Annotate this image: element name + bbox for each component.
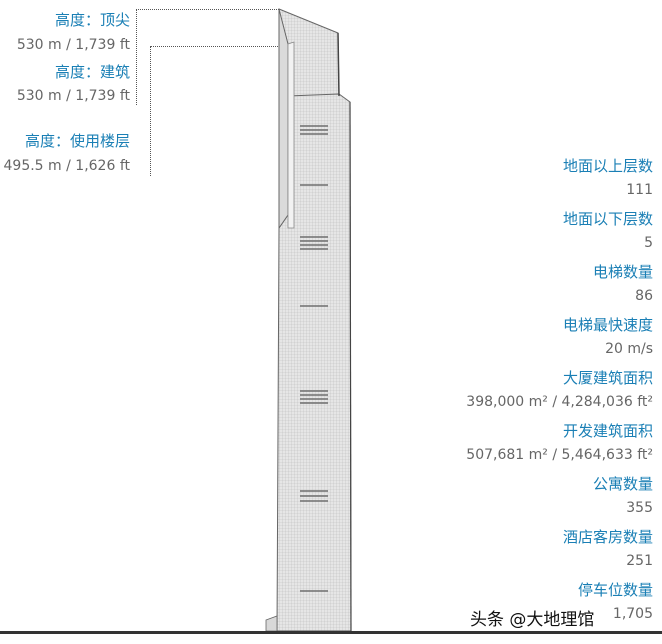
stat-value: 507,681 m² / 5,464,633 ft²	[466, 447, 653, 463]
stat-value: 1,705	[612, 606, 653, 622]
leader-tip-vertical	[136, 9, 137, 105]
stat-label: 电梯最快速度	[562, 316, 653, 334]
stat-elevator-count: 电梯数量 86	[593, 262, 653, 307]
height-tip-label: 高度：顶尖	[54, 11, 130, 29]
stat-value: 355	[626, 500, 653, 516]
stat-label: 公寓数量	[592, 475, 653, 493]
height-occupied-value: 495.5 m / 1,626 ft	[3, 158, 131, 174]
stat-value: 5	[644, 235, 653, 251]
stat-parking-spaces: 停车位数量 1,705	[578, 580, 653, 625]
stat-value: 398,000 m² / 4,284,036 ft²	[466, 394, 653, 410]
height-architectural-label: 高度：建筑	[54, 63, 130, 81]
stat-development-gfa: 开发建筑面积 507,681 m² / 5,464,633 ft²	[466, 421, 653, 466]
stat-label: 开发建筑面积	[562, 422, 653, 440]
stat-label: 大厦建筑面积	[562, 369, 653, 387]
stat-label: 停车位数量	[577, 581, 653, 599]
height-occupied-label: 高度：使用楼层	[24, 132, 130, 150]
stat-label: 地面以上层数	[562, 157, 653, 175]
stat-floors-below-ground: 地面以下层数 5	[563, 209, 653, 254]
stat-hotel-room-count: 酒店客房数量 251	[563, 527, 653, 572]
stat-label: 电梯数量	[592, 263, 653, 281]
tower-main-body	[265, 8, 352, 632]
mechanical-floor-bands	[300, 125, 328, 592]
height-tip-value: 530 m / 1,739 ft	[16, 37, 130, 53]
stat-label: 酒店客房数量	[562, 528, 653, 546]
stat-apartment-count: 公寓数量 355	[593, 474, 653, 519]
height-architectural-value: 530 m / 1,739 ft	[16, 88, 130, 104]
stat-value: 86	[635, 288, 653, 304]
ground-line	[0, 631, 662, 634]
stat-floors-above-ground: 地面以上层数 111	[563, 156, 653, 201]
watermark: 头条 @大地理馆	[470, 610, 595, 630]
stat-tower-gfa: 大厦建筑面积 398,000 m² / 4,284,036 ft²	[466, 368, 653, 413]
stat-value: 111	[626, 182, 653, 198]
stat-value: 251	[626, 553, 653, 569]
stat-label: 地面以下层数	[562, 210, 653, 228]
stat-elevator-top-speed: 电梯最快速度 20 m/s	[563, 315, 653, 360]
leader-occupied-horizontal	[150, 46, 280, 47]
leader-tip-horizontal	[136, 9, 279, 10]
stat-value: 20 m/s	[605, 341, 653, 357]
leader-occupied-vertical	[150, 46, 151, 176]
